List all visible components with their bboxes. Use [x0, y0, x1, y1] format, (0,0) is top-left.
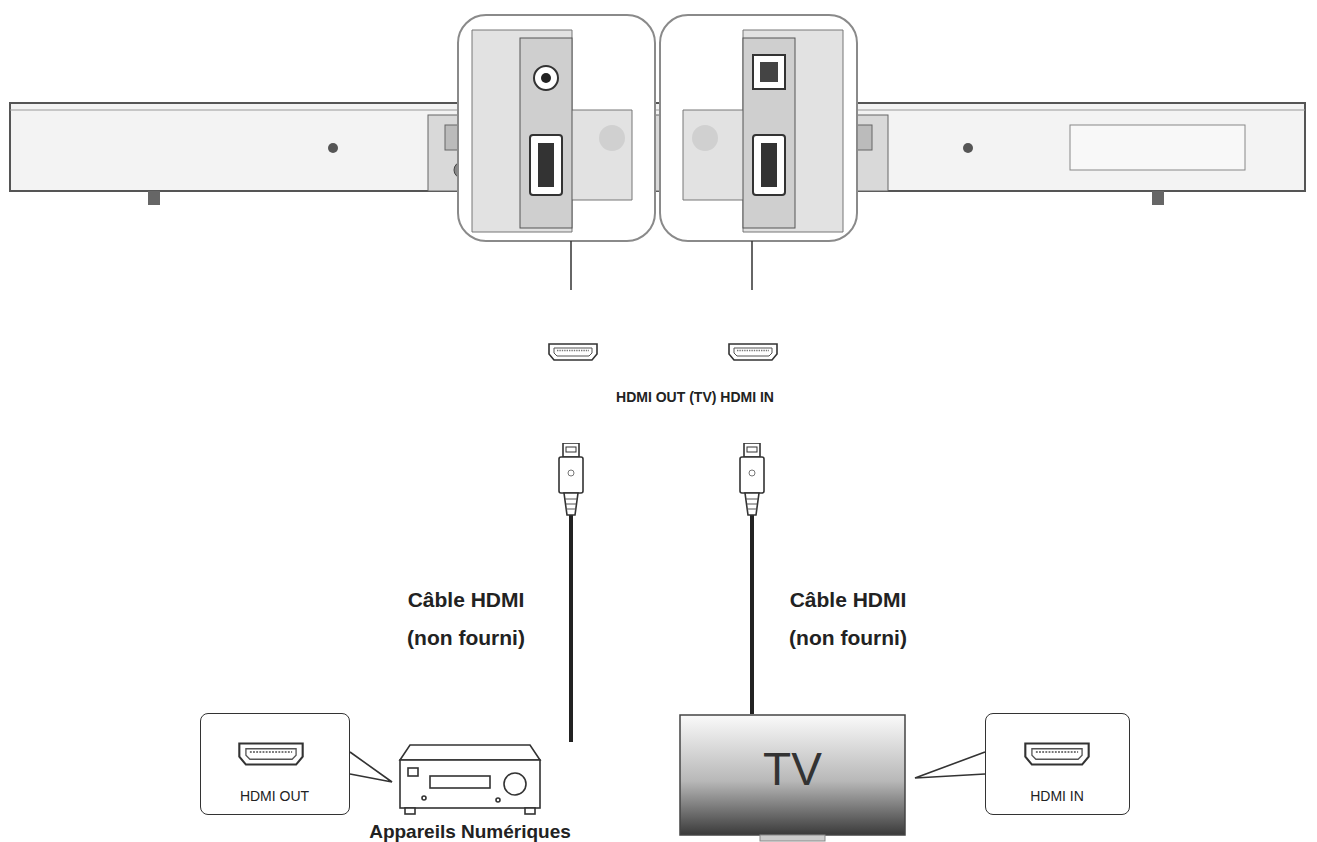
callout-box: HDMI IN — [985, 713, 1130, 815]
cable-label: Câble HDMI — [408, 588, 525, 612]
cable-note: (non fourni) — [407, 626, 525, 650]
cable-note: (non fourni) — [789, 626, 907, 650]
callout-box: HDMI OUT — [200, 713, 350, 815]
node-text: TV — [763, 742, 822, 796]
node-text: HDMI OUT — [240, 788, 309, 804]
tv-screen: TV — [680, 715, 905, 835]
cable-label: Câble HDMI — [790, 588, 907, 612]
device-player: Appareils Numériques — [380, 745, 560, 815]
node-text: HDMI IN — [1030, 788, 1084, 804]
node-text: Appareils Numériques — [369, 821, 571, 842]
connector-label: HDMI OUT (TV) HDMI IN — [616, 389, 774, 405]
